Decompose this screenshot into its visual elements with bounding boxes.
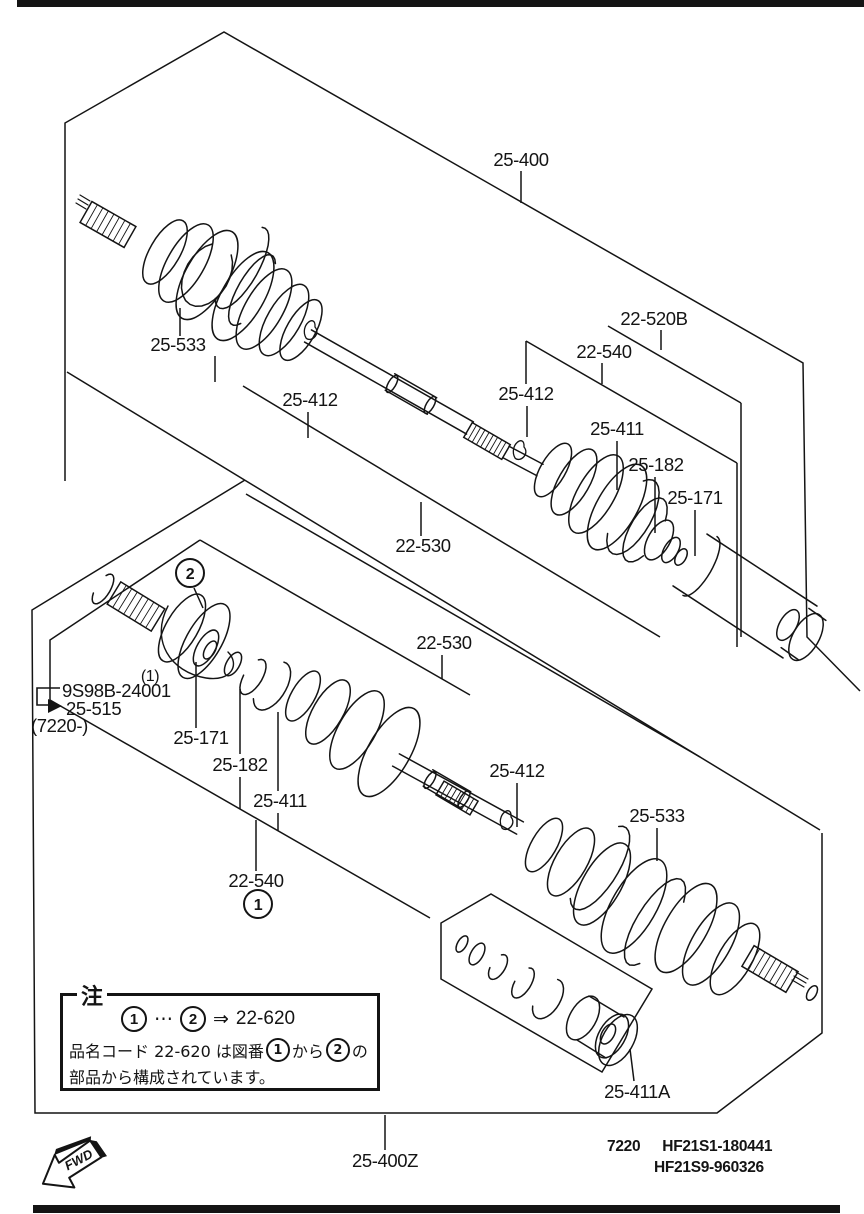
note-box: 注 1 ⋯ 2 ⇒ 22-620 品名コード 22-620 は図番 1 から 2…	[60, 979, 383, 1091]
part-label-25-171-upper: 25-171	[667, 487, 722, 508]
bottom-crop-bar	[33, 1205, 840, 1213]
part-label-22-530-upper: 22-530	[395, 535, 450, 556]
upper-box-bottom-edge	[66, 371, 821, 831]
note-circled-2-icon: 2	[180, 1006, 206, 1032]
part-label-25-412-upper-mid: 25-412	[498, 383, 553, 404]
part-label-9S98B-24001: 9S98B-24001	[62, 680, 171, 701]
footer-code-line1: 7220 HF21S1-180441	[607, 1136, 772, 1157]
lower-box-outline	[31, 479, 823, 1114]
note-line3: 部品から構成されています。	[69, 1068, 275, 1087]
part-label-25-515: 25-515	[66, 698, 121, 719]
footer-chassis-code-2: HF21S9-960326	[654, 1159, 764, 1176]
top-crop-bar	[17, 0, 864, 7]
part-label-25-400Z: 25-400Z	[352, 1150, 418, 1171]
part-label-22-540-lower: 22-540	[228, 870, 283, 891]
leader-line	[193, 587, 204, 609]
part-label-7220-from: (7220-)	[31, 715, 88, 736]
footer-codes: 7220 HF21S1-180441 HF21S9-960326	[607, 1136, 772, 1178]
revision-bracket	[36, 687, 62, 713]
part-label-fig-1-paren: (1)	[141, 668, 159, 685]
iso-frame-boxes	[31, 31, 861, 1114]
leader-lines	[179, 171, 742, 1150]
note-dots: ⋯	[154, 1008, 173, 1030]
part-label-22-520B: 22-520B	[620, 308, 687, 329]
note-inline-circled-1-icon: 1	[265, 1038, 290, 1062]
note-inline-circled-2-icon: 2	[325, 1038, 350, 1062]
axle-artwork	[75, 194, 827, 1067]
part-label-25-182-upper: 25-182	[628, 454, 683, 475]
part-label-22-540-upper: 22-540	[576, 341, 631, 362]
callout-1: 1	[243, 889, 273, 919]
upper-inner-slab-edge	[242, 385, 661, 638]
fwd-arrow: FWD	[41, 1136, 108, 1189]
part-label-25-411-upper: 25-411	[590, 418, 644, 439]
note-circled-1-icon: 1	[121, 1006, 147, 1032]
part-label-25-533-lower: 25-533	[629, 805, 684, 826]
upper-box-bottom-inner-edge	[245, 493, 701, 758]
note-formula-row: 1 ⋯ 2 ⇒ 22-620	[121, 1006, 435, 1032]
callout-2: 2	[175, 558, 205, 588]
footer-model-code: 7220	[607, 1138, 641, 1155]
part-label-25-411A: 25-411A	[604, 1081, 671, 1102]
part-label-25-171-lower: 25-171	[173, 727, 228, 748]
callout-2-circle-icon	[175, 558, 205, 588]
callout-1-number: 1	[254, 897, 263, 914]
part-label-25-412-upper-left: 25-412	[282, 389, 337, 410]
note-line2-prefix: 品名コード 22-620 は図番	[69, 1042, 264, 1061]
lower-inner-slab	[49, 539, 471, 919]
part-labels-layer: 25-400 22-520B 22-540 25-412 25-411 25-182 25-…	[31, 149, 723, 1171]
leader-line	[525, 340, 738, 464]
part-label-25-400-main: 25-400	[493, 149, 548, 170]
note-title: 注	[77, 979, 108, 1011]
leader-line	[607, 325, 742, 404]
note-text-row: 品名コード 22-620 は図番 1 から 2 の	[69, 1038, 383, 1062]
part-label-25-411-lower: 25-411	[253, 790, 307, 811]
part-label-22-530-lower: 22-530	[416, 632, 471, 653]
footer-chassis-code-1: HF21S1-180441	[662, 1138, 773, 1155]
repair-kit-inset-box	[440, 893, 654, 1074]
part-label-25-533-upper: 25-533	[150, 334, 205, 355]
note-line2-suffix: の	[351, 1042, 368, 1061]
footer-code-line2: HF21S9-960326	[607, 1157, 772, 1178]
part-label-25-412-lower: 25-412	[489, 760, 544, 781]
note-kit-code: 22-620	[235, 1008, 296, 1029]
revision-arrow-icon	[48, 699, 62, 713]
callout-1-circle-icon	[243, 889, 273, 919]
callout-2-number: 2	[186, 566, 195, 583]
leader-line	[629, 1048, 635, 1082]
part-label-25-182-lower: 25-182	[212, 754, 267, 775]
note-implies-icon: ⇒	[213, 1008, 229, 1030]
note-line2-mid: から	[291, 1042, 324, 1061]
